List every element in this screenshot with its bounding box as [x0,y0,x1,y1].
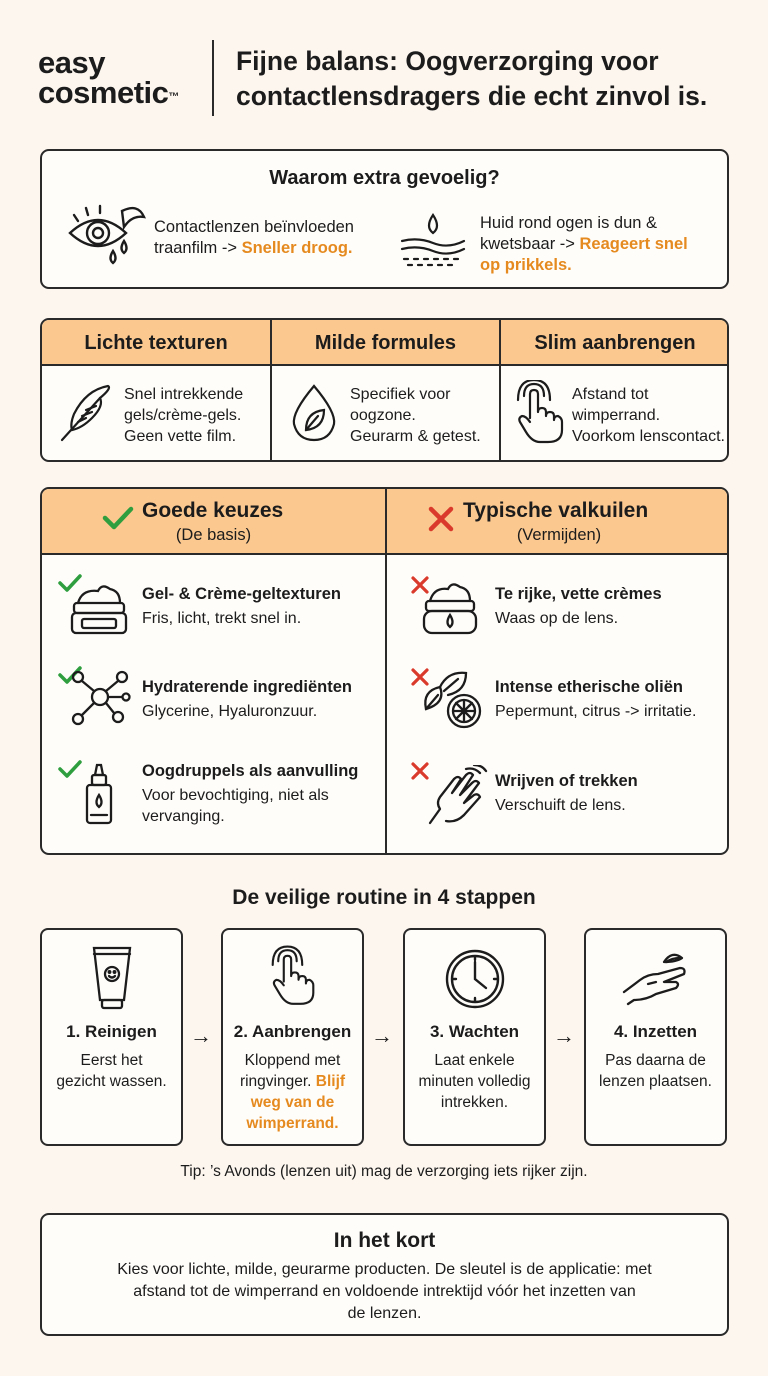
principles-header [42,320,727,366]
check-icon [58,759,82,779]
step-arrow-3: → [553,1023,575,1048]
mint-citrus-icon [418,669,484,731]
comparison-table: Goede keuzes (De basis) Typische valkuil… [40,487,729,855]
step-arrow-1: → [190,1023,212,1048]
step-desc-1: Eerst het gezicht wassen. [56,1052,167,1090]
finger-tap-icon [514,380,566,446]
good-item-title-2: Hydraterende ingrediënten [142,678,352,696]
why-left-text: Contactlenzen beïnvloeden traanfilm -> S… [154,218,354,257]
principle-desc-1: Snel intrekkende gels/crème-gels. Geen v… [124,386,244,445]
brand-logo: easy cosmetic™ [38,45,208,110]
lens-on-finger-icon [586,948,725,1008]
principle-title-1: Lichte texturen [84,332,228,354]
rich-cream-jar-icon [420,581,480,637]
cleanser-tube-icon [42,944,181,1010]
bad-item-title-1: Te rijke, vette crèmes [495,585,662,603]
why-right-text: Huid rond ogen is dun & kwetsbaar -> Rea… [480,214,688,274]
rubbing-hand-icon [424,765,488,827]
step-desc-3: Laat enkele minuten volledig intrekken. [418,1052,531,1111]
logo-trademark: ™ [168,91,179,103]
step-card-2: 2. Aanbrengen Kloppend met ringvinger. B… [221,928,364,1146]
summary-text: Kies voor lichte, milde, geurarme produc… [117,1261,652,1322]
cross-icon [410,667,430,687]
step-card-1: 1. Reinigen Eerst het gezicht wassen. [40,928,183,1146]
cross-icon [410,761,430,781]
clock-icon [405,948,544,1010]
good-item-title-1: Gel- & Crème-geltexturen [142,585,341,603]
bad-title: Typische valkuilen [463,499,649,522]
cream-jar-icon [68,581,130,637]
drop-leaf-icon [286,382,342,444]
step-card-3: 3. Wachten Laat enkele minuten volledig … [403,928,546,1146]
principles-table: Lichte texturen Milde formules Slim aanb… [40,318,729,462]
summary-box: In het kort Kies voor lichte, milde, geu… [40,1213,729,1336]
cross-icon [410,575,430,595]
step-arrow-2: → [371,1023,393,1048]
principle-title-3: Slim aanbrengen [534,332,696,354]
why-sensitive-box: Waarom extra gevoelig? Contactlenzen beï… [40,149,729,289]
good-item-desc-3: Voor bevochtiging, niet als vervanging. [142,787,329,825]
eye-drops-bottle-icon [82,763,116,827]
check-icon [58,573,82,593]
cross-icon-header [428,506,454,532]
logo-line-2: cosmetic [38,75,169,110]
why-left-highlight: Sneller droog. [241,239,353,257]
page-title: Fijne balans: Oogverzorging voor contact… [236,46,708,111]
good-item-desc-2: Glycerine, Hyaluronzuur. [142,703,318,720]
step-title-1: 1. Reinigen [66,1022,157,1041]
bad-item-desc-1: Waas op de lens. [495,610,619,627]
why-title: Waarom extra gevoelig? [269,167,500,189]
good-item-title-3: Oogdruppels als aanvulling [142,762,359,780]
molecule-icon [70,667,132,729]
bad-item-desc-2: Pepermunt, citrus -> irritatie. [495,703,697,720]
finger-tap-icon [223,944,362,1010]
eye-contact-lens-icon [66,201,148,271]
good-item-desc-1: Fris, licht, trekt snel in. [142,610,302,627]
principle-desc-2: Specifiek voor oogzone. Geurarm & getest… [350,386,481,445]
good-title: Goede keuzes [142,499,284,522]
summary-title: In het kort [333,1229,436,1252]
feather-icon [56,384,114,444]
bad-item-title-3: Wrijven of trekken [495,772,638,790]
principle-title-2: Milde formules [314,332,457,354]
principle-desc-3: Afstand tot wimperrand. Voorkom lenscont… [572,386,725,445]
step-title-4: 4. Inzetten [613,1022,698,1041]
bad-subtitle: (Vermijden) [516,526,602,544]
routine-title: De veilige routine in 4 stappen [232,886,536,909]
logo-line-1: easy [38,45,105,80]
comparison-header [42,489,727,555]
header-divider [212,40,214,116]
skin-layer-drop-icon [398,209,468,271]
bad-item-title-2: Intense etherische oliën [495,678,683,696]
check-icon-header [102,505,134,531]
step-card-4: 4. Inzetten Pas daarna de lenzen plaatse… [584,928,727,1146]
bad-item-desc-3: Verschuift de lens. [495,797,626,814]
routine-tip: Tip: ’s Avonds (lenzen uit) mag de verzo… [180,1163,588,1180]
step-desc-4: Pas daarna de lenzen plaatsen. [599,1052,712,1090]
good-subtitle: (De basis) [175,526,252,544]
step-title-3: 3. Wachten [429,1022,520,1041]
step-desc-2: Kloppend met ringvinger. Blijf weg van d… [239,1052,346,1132]
step-title-2: 2. Aanbrengen [233,1022,352,1041]
